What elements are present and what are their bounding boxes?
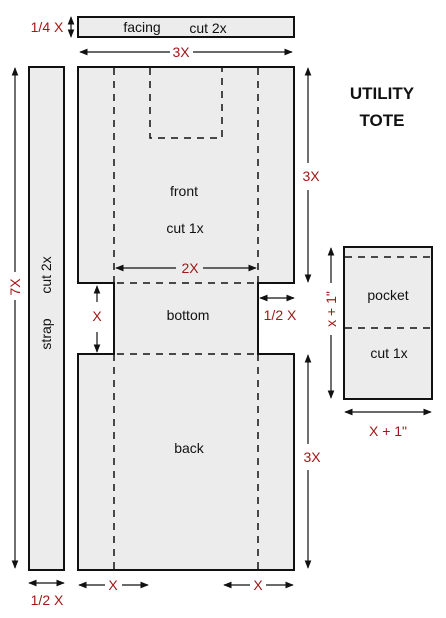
pocket-cut-label: cut 1x	[370, 345, 407, 361]
strap-cut-label: cut 2x	[38, 256, 54, 293]
strap-piece	[28, 66, 65, 571]
facing-piece	[77, 16, 295, 38]
back-label: back	[174, 440, 205, 456]
facing-label: facing	[123, 19, 160, 35]
left-inset-dim: X	[108, 577, 118, 593]
bottom-side-dim: 1/2 X	[264, 307, 297, 323]
bottom-height-dim: X	[92, 308, 102, 324]
bottom-label: bottom	[167, 307, 210, 323]
strap-label: strap	[38, 318, 54, 349]
front-pocket-placement	[149, 68, 223, 139]
front-cut-label: cut 1x	[166, 220, 203, 236]
strap-width-dim: 1/2 X	[31, 592, 64, 608]
pocket-piece	[343, 246, 433, 400]
title-line-2: TOTE	[359, 111, 404, 130]
front-height-dim: 3X	[302, 168, 320, 184]
pocket-width-dim: X + 1"	[369, 423, 407, 439]
facing-cut-label: cut 2x	[189, 20, 226, 36]
facing-height-dim: 1/4 X	[31, 19, 64, 35]
pocket-label: pocket	[367, 287, 408, 303]
right-inset-dim: X	[253, 577, 263, 593]
front-inner-width-dim: 2X	[181, 260, 199, 276]
title-line-1: UTILITY	[350, 84, 415, 103]
facing-width-dim: 3X	[172, 44, 190, 60]
front-label: front	[170, 183, 198, 199]
pocket-height-dim: x + 1"	[323, 291, 339, 327]
back-height-dim: 3X	[303, 449, 321, 465]
strap-length-dim: 7X	[7, 278, 23, 296]
